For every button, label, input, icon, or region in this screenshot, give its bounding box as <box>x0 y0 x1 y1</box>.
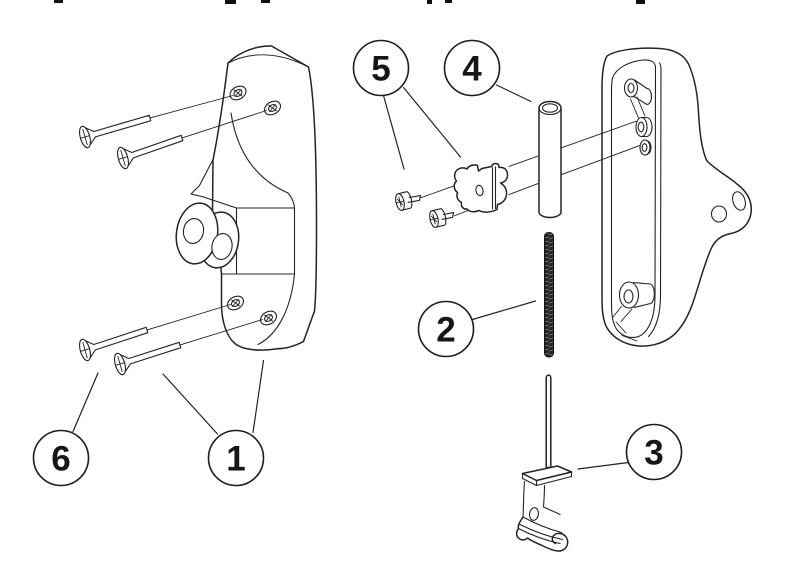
callout-number: 5 <box>371 50 390 89</box>
callout-circle <box>207 429 265 487</box>
clamp-assembly <box>395 162 509 228</box>
clipped-text-fragments <box>54 0 645 4</box>
pin-with-foot-bracket <box>515 374 573 552</box>
top-boss <box>623 78 653 119</box>
callout-balloon-2: 2 <box>417 300 537 358</box>
callout-leader-line <box>252 359 265 434</box>
callout-number: 2 <box>436 311 455 350</box>
callout-balloon-3: 3 <box>577 423 683 481</box>
callout-leader-line <box>382 94 405 170</box>
callout-balloon-1: 1 <box>162 359 265 487</box>
ear-hole <box>732 191 746 211</box>
flat-head-screw-4 <box>114 319 263 376</box>
bracket-screw-holes <box>226 85 282 326</box>
flat-head-screw-1 <box>79 95 234 149</box>
callout-balloons: 1 2 3 4 5 6 <box>32 39 683 487</box>
flat-head-screw-3 <box>79 304 231 362</box>
callout-balloon-5: 5 <box>352 39 462 170</box>
callout-leader-line <box>471 300 537 321</box>
spacer-tube <box>538 100 562 219</box>
callout-leader-line <box>72 372 99 433</box>
bottom-boss <box>612 281 655 342</box>
callout-circle <box>625 423 683 481</box>
callout-number: 1 <box>226 440 245 479</box>
callout-balloon-4: 4 <box>443 39 532 103</box>
callout-leader-line <box>577 461 630 470</box>
right-housing-bracket <box>601 47 753 347</box>
flat-head-screws <box>79 95 267 376</box>
pan-head-screw-2 <box>429 208 455 228</box>
callout-number: 4 <box>462 50 482 89</box>
callout-number: 3 <box>644 434 663 473</box>
callout-leader-line <box>162 373 219 435</box>
lug-hole-rear <box>211 233 233 260</box>
callout-balloon-6: 6 <box>32 372 99 487</box>
housing-pivot-cylinders <box>635 116 653 156</box>
callout-leader-line <box>495 84 532 103</box>
callout-number: 6 <box>51 440 70 479</box>
callout-circle <box>417 300 475 358</box>
flat-head-screw-2 <box>117 110 267 170</box>
face-hole <box>710 205 728 223</box>
callout-leader-line <box>402 86 462 158</box>
left-mounting-bracket <box>175 45 318 351</box>
callout-circle <box>443 39 501 97</box>
threaded-rod <box>544 232 554 358</box>
callout-circle <box>352 39 410 97</box>
pan-head-screw-1 <box>395 191 422 211</box>
callout-circle <box>32 429 90 487</box>
